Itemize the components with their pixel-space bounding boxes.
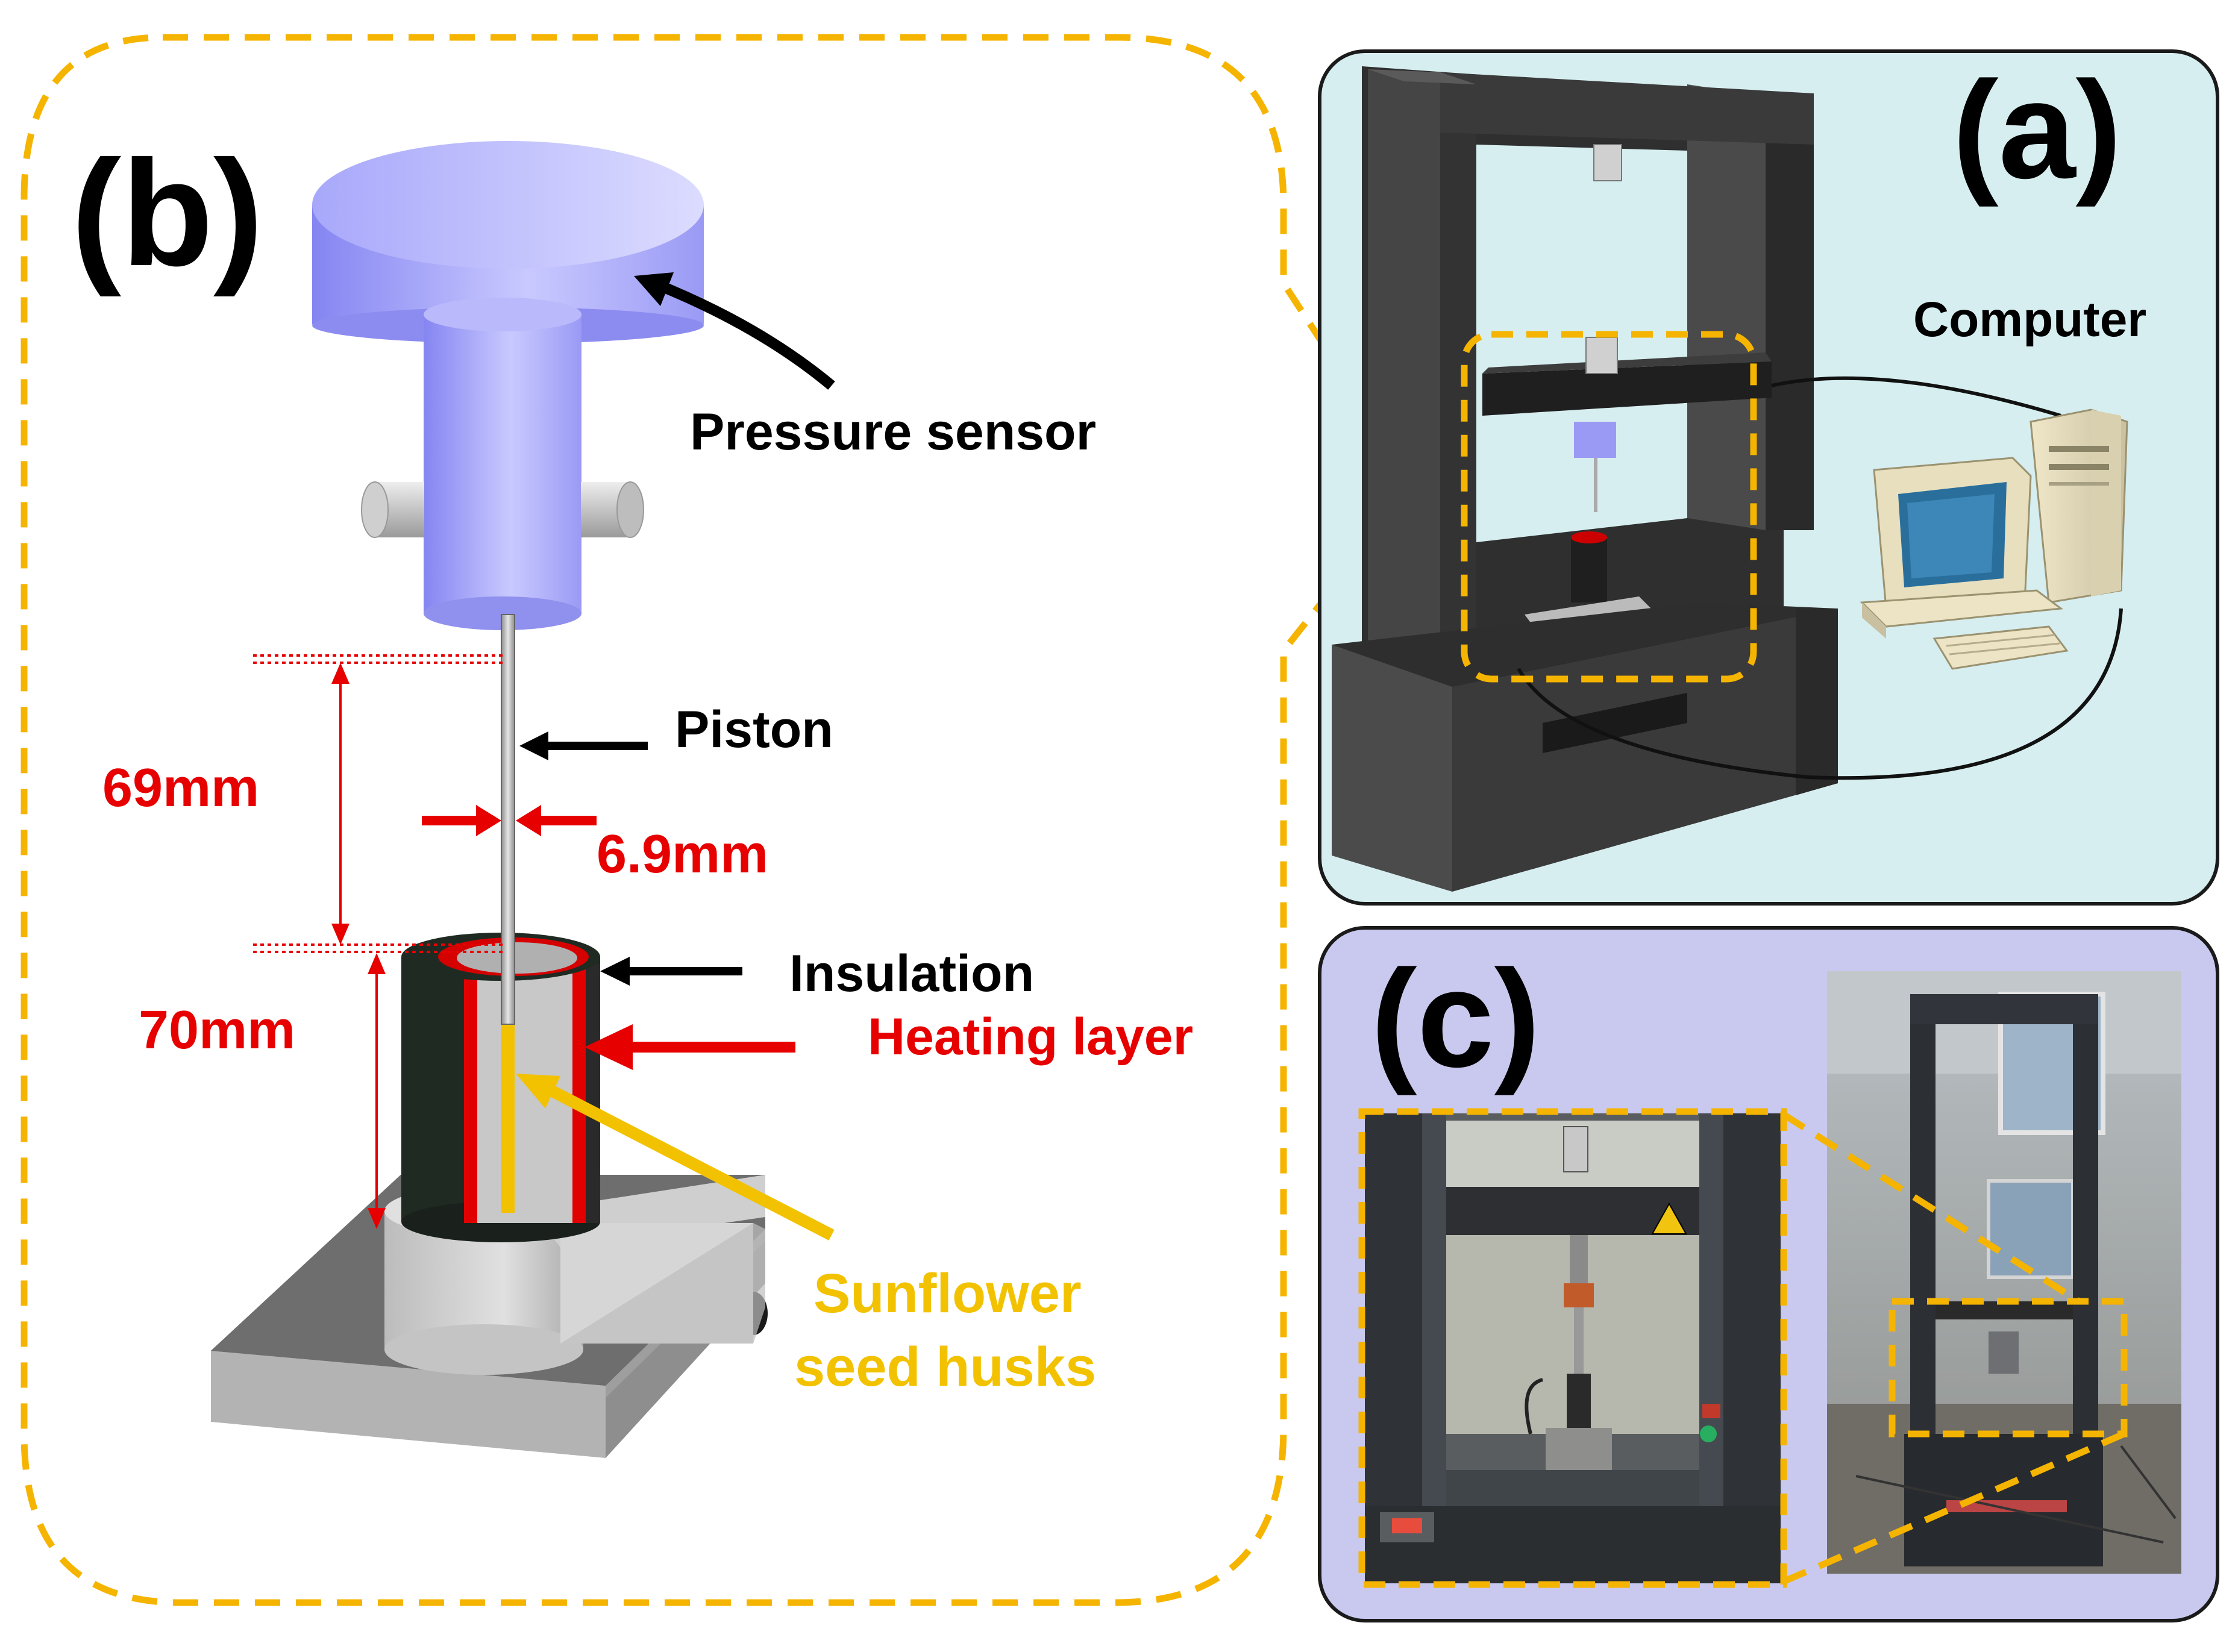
label-computer: Computer (1913, 292, 2146, 347)
dim-69mm-arrow (331, 663, 349, 945)
heating-layer-right (572, 964, 586, 1223)
husks-arrow (536, 1079, 835, 1241)
warning-sign (1651, 1202, 1687, 1234)
label-dim-6-9mm: 6.9mm (597, 824, 768, 884)
label-piston: Piston (675, 701, 833, 759)
zoom-connector-top (1782, 1112, 2081, 1304)
label-husks-line2: seed husks (794, 1336, 1096, 1398)
panel-a-letter: (a) (1952, 52, 2122, 207)
panel-b: (b) (20, 34, 1419, 1606)
panel-a-highlight-box (1461, 331, 1757, 683)
piston-rod (501, 614, 515, 1025)
computer-cable (1517, 376, 2123, 780)
zoom-connector-bottom (1782, 1430, 2126, 1585)
husk-sample (501, 1021, 515, 1213)
label-heating-layer: Heating layer (868, 1008, 1193, 1066)
green-button (1700, 1425, 1717, 1442)
pressure-sensor (312, 141, 704, 630)
label-dim-69mm: 69mm (102, 758, 259, 818)
sensor-knob-left (361, 481, 424, 538)
dim-diameter-arrows (422, 805, 597, 836)
photo-full-machine (1827, 971, 2181, 1574)
heating-layer-left (464, 964, 477, 1223)
computer-icon (1860, 408, 2128, 670)
photo-highlight-box (1889, 1298, 2128, 1438)
dimension-marks (253, 654, 597, 1229)
testing-machine (1332, 66, 1838, 892)
pressure-sensor-arrow (651, 278, 835, 390)
sensor-knob-right (581, 481, 644, 538)
panel-c-letter: (c) (1371, 941, 1540, 1096)
dim-70mm-arrow (368, 953, 386, 1229)
panel-b-highlight-outline (20, 34, 1419, 1606)
label-pressure-sensor: Pressure sensor (690, 403, 1096, 461)
pointer-arrows (516, 272, 835, 1241)
label-husks-line1: Sunflower (813, 1263, 1082, 1324)
zoom-highlight-box (1358, 1108, 1787, 1588)
photo-zoom (1365, 1113, 1781, 1583)
panel-b-letter: (b) (71, 129, 263, 297)
panel-c: (c) (1318, 926, 2219, 1622)
panel-a: (a) Computer (1318, 49, 2219, 906)
label-insulation: Insulation (789, 945, 1034, 1003)
label-dim-70mm: 70mm (139, 1000, 295, 1060)
